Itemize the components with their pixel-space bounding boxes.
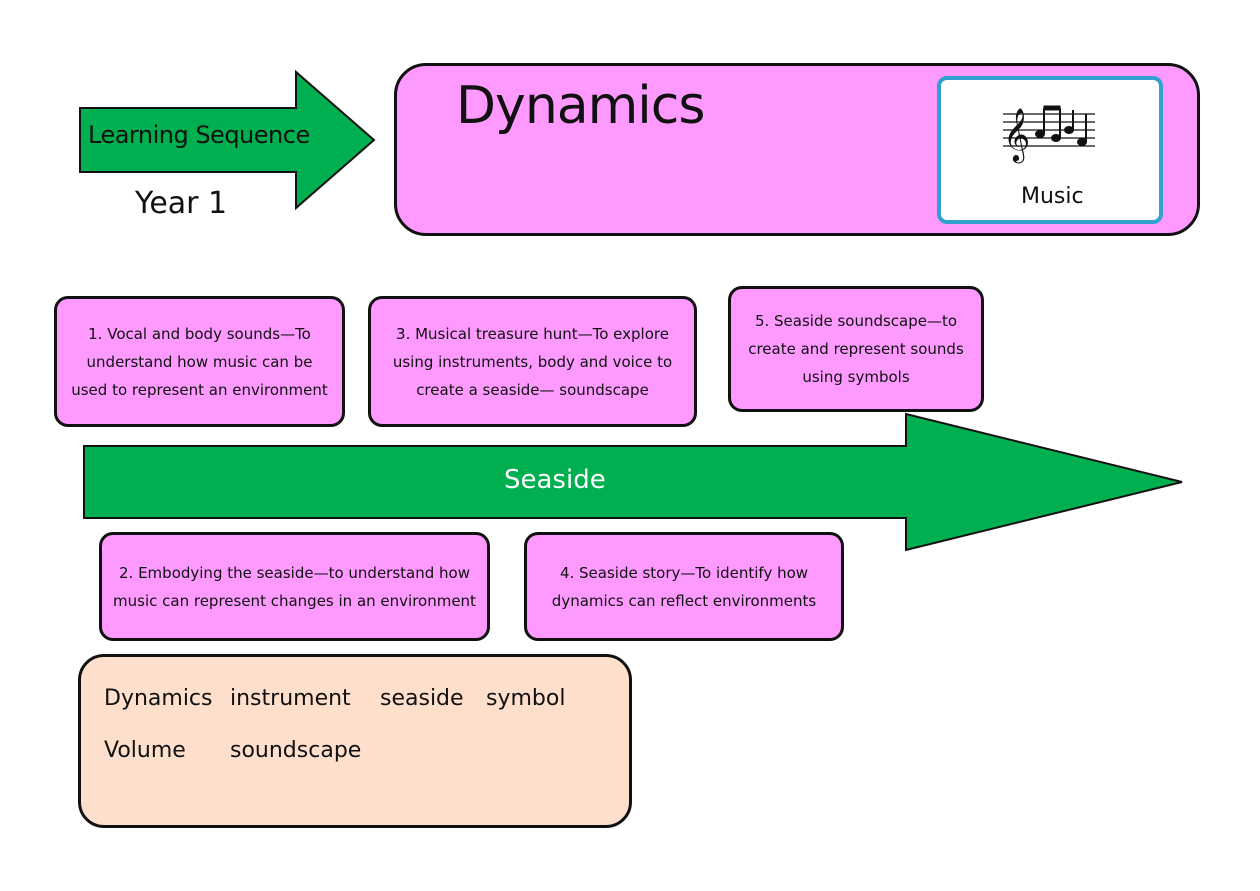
vocab-word: Volume [104,738,186,763]
lesson-text: 5. Seaside soundscape—to create and repr… [748,312,964,386]
vocab-word: instrument [230,686,351,711]
vocab-word: seaside [380,686,464,711]
topic-title: Dynamics [456,76,705,136]
timeline-arrow [83,412,1183,552]
lesson-text: 4. Seaside story—To identify how dynamic… [551,563,817,610]
vocabulary-box [78,654,632,828]
vocab-word: Dynamics [104,686,213,711]
sequence-arrow [79,69,376,211]
lesson-text: 2. Embodying the seaside—to understand h… [113,563,476,610]
timeline-theme: Seaside [504,465,606,495]
lesson-card-2: 2. Embodying the seaside—to understand h… [99,532,490,641]
subject-card [937,76,1163,224]
lesson-card-3: 3. Musical treasure hunt—To explore usin… [368,296,697,427]
year-label: Year 1 [135,186,228,221]
sequence-label: Learning Sequence [88,121,310,149]
svg-text:𝄞: 𝄞 [1003,107,1030,163]
lesson-card-5: 5. Seaside soundscape—to create and repr… [728,286,984,412]
lesson-text: 1. Vocal and body sounds—To understand h… [71,324,328,399]
vocab-word: symbol [486,686,566,711]
subject-label: Music [1021,184,1084,209]
lesson-text: 3. Musical treasure hunt—To explore usin… [392,324,673,399]
vocab-word: soundscape [230,738,362,763]
music-notes-icon: 𝄞 [1003,105,1095,163]
lesson-card-4: 4. Seaside story—To identify how dynamic… [524,532,844,641]
lesson-card-1: 1. Vocal and body sounds—To understand h… [54,296,345,427]
